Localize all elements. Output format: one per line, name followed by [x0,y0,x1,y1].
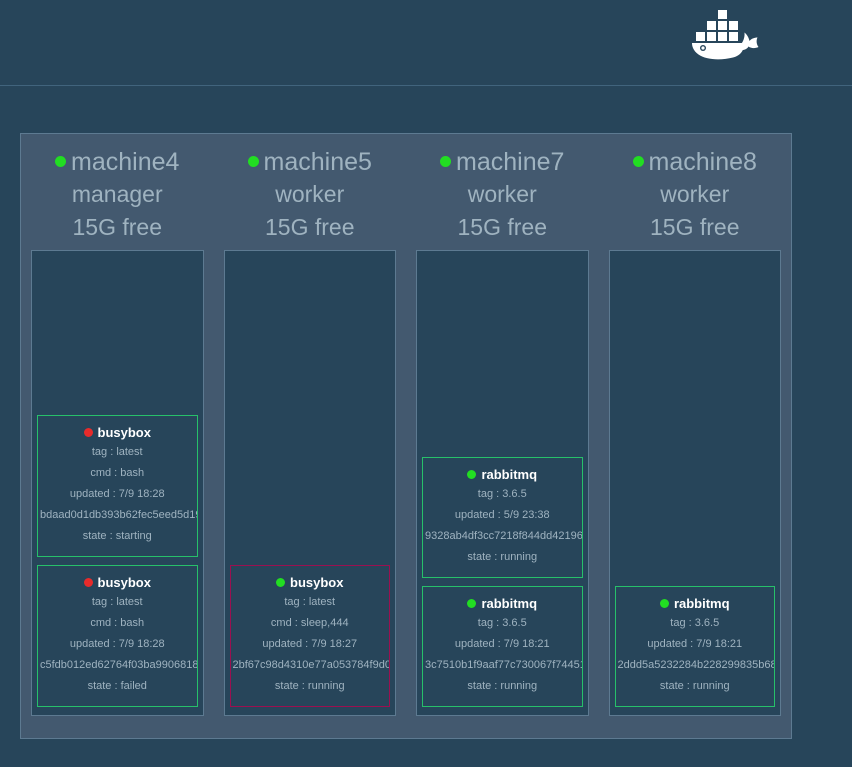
machine-name: machine4 [31,146,204,178]
container-well: rabbitmq tag : 3.6.5 updated : 7/9 18:21… [608,250,781,716]
machine-role: worker [660,181,730,207]
machine-name: machine8 [609,146,782,178]
machine-header: machine8 worker 15G free [609,146,782,250]
container-card[interactable]: busybox tag : latest cmd : sleep,444 upd… [229,565,390,707]
container-id: 3c7510b1f9aaf77c730067f74451e05 [425,659,582,671]
machine-memory: 15G free [457,214,548,240]
container-tag: tag : 3.6.5 [670,617,720,629]
machine-header: machine4 manager 15G free [31,146,204,250]
container-card[interactable]: rabbitmq tag : 3.6.5 updated : 7/9 18:21… [422,586,583,707]
machine-role: worker [467,181,537,207]
status-dot-red-icon [83,578,93,588]
machine-memory: 15G free [265,214,355,240]
machine-memory: 15G free [650,214,740,240]
status-dot-green-icon [247,155,259,167]
machine-role: worker [275,181,345,207]
container-updated: updated : 7/9 18:27 [262,638,358,650]
container-title: busybox [231,574,390,592]
machine-node[interactable]: machine8 worker 15G free rabbitmq tag : … [599,134,792,738]
machine-header: machine5 worker 15G free [224,146,397,250]
container-updated: updated : 7/9 18:28 [69,638,165,650]
container-cmd: cmd : sleep,444 [270,617,349,629]
container-state: state : running [659,680,730,692]
container-updated: updated : 7/9 18:28 [69,488,165,500]
container-updated: updated : 7/9 18:21 [454,638,550,650]
status-dot-green-icon [632,155,644,167]
container-cmd: cmd : bash [90,467,145,479]
container-id: 2ddd5a5232284b228299835b6899ba [617,659,775,671]
container-id: 2bf67c98d4310e77a053784f9d03a04 [232,659,390,671]
container-title: rabbitmq [423,595,582,613]
container-id: c5fdb012ed62764f03ba99068182430 [40,659,197,671]
container-well: busybox tag : latest cmd : bash updated … [31,250,204,716]
status-dot-green-icon [276,578,286,588]
status-dot-green-icon [659,599,669,609]
container-tag: tag : 3.6.5 [477,488,527,500]
machine-list: machine4 manager 15G free busybox tag : … [21,134,791,738]
container-card[interactable]: rabbitmq tag : 3.6.5 updated : 5/9 23:38… [422,457,583,578]
container-tag: tag : 3.6.5 [477,617,527,629]
machine-name: machine7 [416,146,589,178]
container-state: state : running [274,680,345,692]
container-title: rabbitmq [616,595,775,613]
container-state: state : starting [82,530,152,542]
swarm-panel: machine4 manager 15G free busybox tag : … [20,133,792,739]
machine-node[interactable]: machine4 manager 15G free busybox tag : … [21,134,214,738]
container-card[interactable]: busybox tag : latest cmd : bash updated … [37,565,198,707]
container-state: state : running [467,551,538,563]
container-updated: updated : 7/9 18:21 [647,638,743,650]
container-tag: tag : latest [91,446,143,458]
container-state: state : running [467,680,538,692]
status-dot-green-icon [467,470,477,480]
machine-node[interactable]: machine7 worker 15G free rabbitmq tag : … [406,134,599,738]
status-dot-green-icon [467,599,477,609]
container-title: busybox [38,424,197,442]
container-tag: tag : latest [284,596,336,608]
container-state: state : failed [87,680,147,692]
status-dot-red-icon [83,428,93,438]
machine-role: manager [71,181,163,207]
container-well: busybox tag : latest cmd : sleep,444 upd… [223,250,396,716]
container-title: rabbitmq [423,466,582,484]
container-id: bdaad0d1db393b62fec5eed5d19a66 [40,509,197,521]
docker-whale-logo [688,8,760,64]
machine-name: machine5 [224,146,397,178]
container-well: rabbitmq tag : 3.6.5 updated : 5/9 23:38… [416,250,589,716]
container-updated: updated : 5/9 23:38 [454,509,550,521]
machine-header: machine7 worker 15G free [416,146,589,250]
container-cmd: cmd : bash [90,617,145,629]
status-dot-green-icon [55,155,67,167]
container-card[interactable]: rabbitmq tag : 3.6.5 updated : 7/9 18:21… [614,586,775,707]
container-card[interactable]: busybox tag : latest cmd : bash updated … [37,415,198,557]
container-id: 9328ab4df3cc7218f844dd42196aab7 [425,530,582,542]
app-header [0,0,852,86]
container-tag: tag : latest [91,596,143,608]
machine-memory: 15G free [72,214,163,240]
container-title: busybox [38,574,197,592]
machine-node[interactable]: machine5 worker 15G free busybox tag : l… [214,134,407,738]
status-dot-green-icon [440,155,452,167]
